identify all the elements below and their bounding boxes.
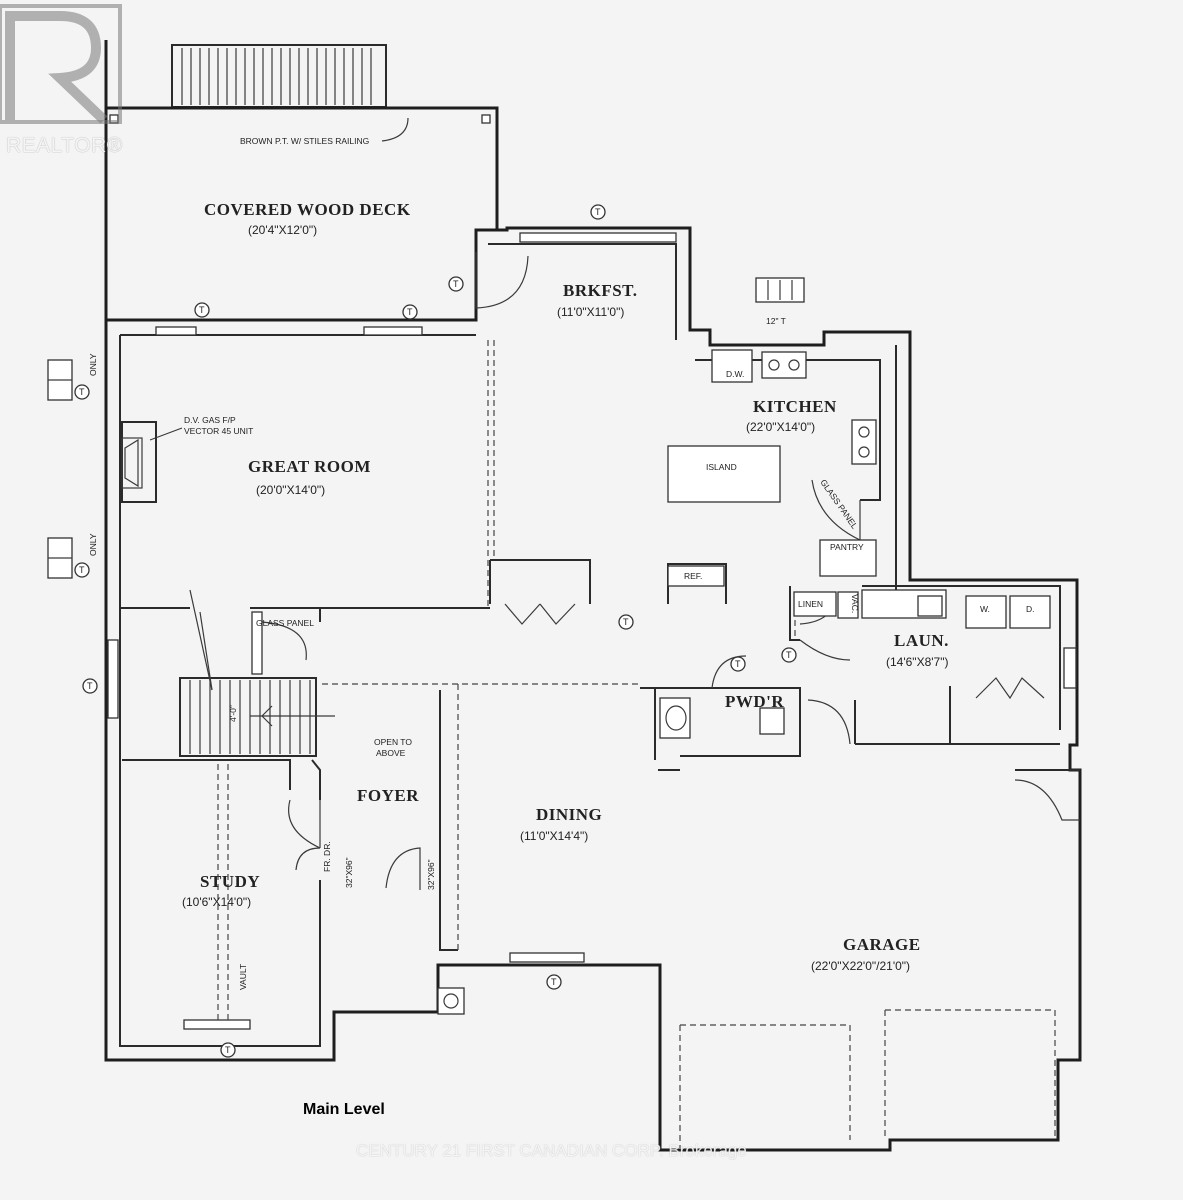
fireplace <box>121 421 157 503</box>
room-dims-laundry: (14'6"X8'7") <box>886 655 948 669</box>
t-marker: T <box>79 387 85 397</box>
t-marker: T <box>453 279 459 289</box>
room-name-foyer: FOYER <box>357 786 419 805</box>
brokerage-watermark: CENTURY 21 FIRST CANADIAN CORP. Brokerag… <box>356 1141 747 1160</box>
linen-label: LINEN <box>798 599 823 609</box>
foyer-door-size-1: 32"X96" <box>344 857 354 888</box>
realtor-logo-text: REALTOR® <box>6 134 123 157</box>
room-dims-deck: (20'4"X12'0") <box>248 223 317 237</box>
railing-note: BROWN P.T. W/ STILES RAILING <box>240 136 369 146</box>
room-name-deck: COVERED WOOD DECK <box>204 200 411 219</box>
open-to-above-line1: OPEN TO <box>374 737 412 747</box>
t-marker: T <box>735 659 741 669</box>
realtor-logo <box>0 4 122 124</box>
room-name-laundry: LAUN. <box>894 631 949 650</box>
t-marker: T <box>225 1045 231 1055</box>
room-name-study: STUDY <box>200 872 260 891</box>
room-name-breakfast: BRKFST. <box>563 281 638 300</box>
room-dims-study: (10'6"X14'0") <box>182 895 251 909</box>
t-marker: T <box>199 305 205 315</box>
room-name-garage: GARAGE <box>843 935 921 954</box>
room-name-powder: PWD'R <box>725 692 784 711</box>
island-label: ISLAND <box>706 462 737 472</box>
room-dims-breakfast: (11'0"X11'0") <box>557 305 624 319</box>
dw-label: D.W. <box>726 369 744 379</box>
room-name-dining: DINING <box>536 805 602 824</box>
glass-panel-stair-label: GLASS PANEL <box>256 618 314 628</box>
room-dims-kitchen: (22'0"X14'0") <box>746 420 815 434</box>
room-dims-garage: (22'0"X22'0"/21'0") <box>811 959 910 973</box>
t-marker: T <box>551 977 557 987</box>
t12-label: 12" T <box>766 316 786 326</box>
fr-dr-label: FR. DR. <box>322 841 332 872</box>
t-marker: T <box>623 617 629 627</box>
doors <box>288 252 1080 890</box>
dryer-label: D. <box>1026 604 1035 614</box>
deck-outline <box>104 40 499 320</box>
t-markers: T T T T T T T T T T T T <box>74 204 797 1058</box>
deck-stairs <box>171 44 387 108</box>
t-marker: T <box>87 681 93 691</box>
stair-width: 4'-0" <box>228 705 238 722</box>
main-stairs <box>179 589 335 757</box>
room-dims-dining: (11'0"X14'4") <box>520 829 588 843</box>
only-label-1: ONLY <box>88 353 98 376</box>
room-dims-great-room: (20'0"X14'0") <box>256 483 325 497</box>
fireplace-note-line2: VECTOR 45 UNIT <box>184 426 253 436</box>
t-marker: T <box>595 207 601 217</box>
room-name-great-room: GREAT ROOM <box>248 457 371 476</box>
dashed-lines <box>217 340 1056 1148</box>
t-marker: T <box>407 307 413 317</box>
t-marker: T <box>786 650 792 660</box>
pantry-label: PANTRY <box>830 542 864 552</box>
washer-label: W. <box>980 604 990 614</box>
t-marker: T <box>79 565 85 575</box>
open-to-above-line2: ABOVE <box>376 748 406 758</box>
ref-label: REF. <box>684 571 702 581</box>
windows <box>107 232 1077 1030</box>
vault-label: VAULT <box>238 964 248 990</box>
kitchen-fixtures <box>437 277 1051 1015</box>
fireplace-note-line1: D.V. GAS F/P <box>184 415 236 425</box>
vac-label: VAC. <box>850 594 860 613</box>
only-label-2: ONLY <box>88 533 98 556</box>
interior-walls <box>120 559 1080 998</box>
foyer-door-size-2: 32"X96" <box>426 859 436 890</box>
level-label: Main Level <box>303 1101 385 1118</box>
room-name-kitchen: KITCHEN <box>753 397 837 416</box>
exterior-lights-left <box>47 359 73 579</box>
